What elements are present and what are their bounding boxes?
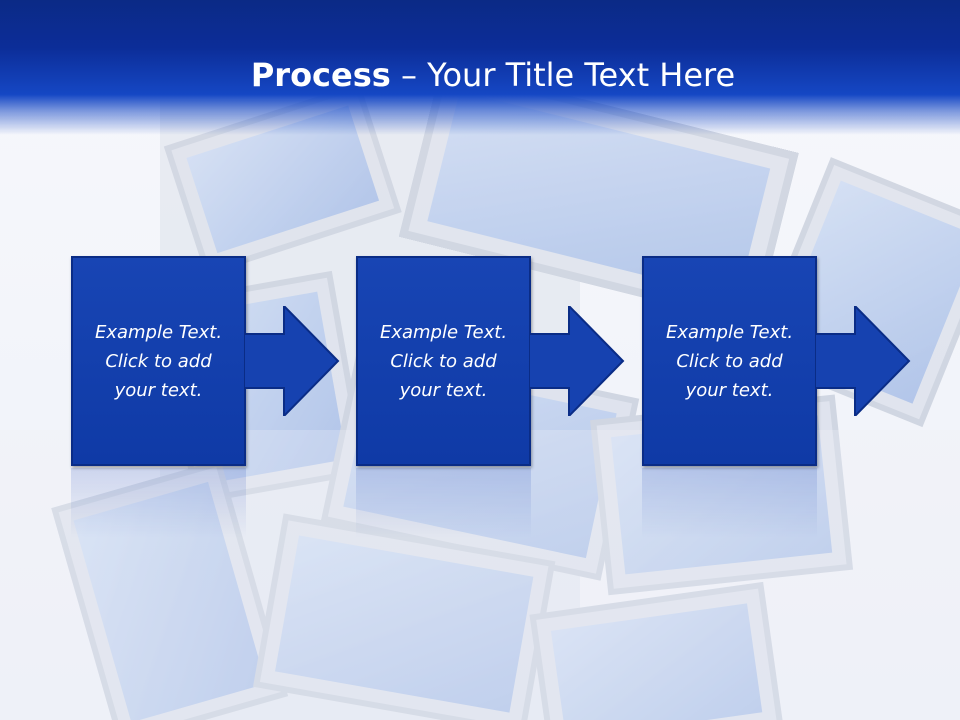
arrow-right-icon [529, 306, 625, 416]
step-reflection [71, 468, 246, 538]
process-step-box[interactable]: Example Text. Click to add your text. [71, 256, 246, 466]
step-reflection [356, 468, 531, 538]
process-step-box[interactable]: Example Text. Click to add your text. [642, 256, 817, 466]
arrow-right-icon [815, 306, 911, 416]
step-text-line: your text. [399, 379, 488, 401]
step-text: Example Text. Click to add your text. [95, 318, 222, 405]
arrow-right-icon [244, 306, 340, 416]
step-text-line: Example Text. [665, 321, 794, 343]
slide-title[interactable]: Process – Your Title Text Here [0, 52, 960, 98]
title-bar [0, 0, 960, 135]
step-text-line: Click to add [676, 350, 783, 372]
step-text: Example Text. Click to add your text. [380, 318, 507, 405]
step-text-line: your text. [685, 379, 774, 401]
title-bold-text: Process [250, 56, 391, 94]
step-text-line: Click to add [105, 350, 212, 372]
step-text-line: Example Text. [379, 321, 508, 343]
title-rest-text: – Your Title Text Here [390, 56, 736, 94]
step-text-line: your text. [114, 379, 203, 401]
step-text-line: Click to add [390, 350, 497, 372]
process-step-box[interactable]: Example Text. Click to add your text. [356, 256, 531, 466]
step-text: Example Text. Click to add your text. [666, 318, 793, 405]
step-reflection [642, 468, 817, 538]
step-text-line: Example Text. [94, 321, 223, 343]
